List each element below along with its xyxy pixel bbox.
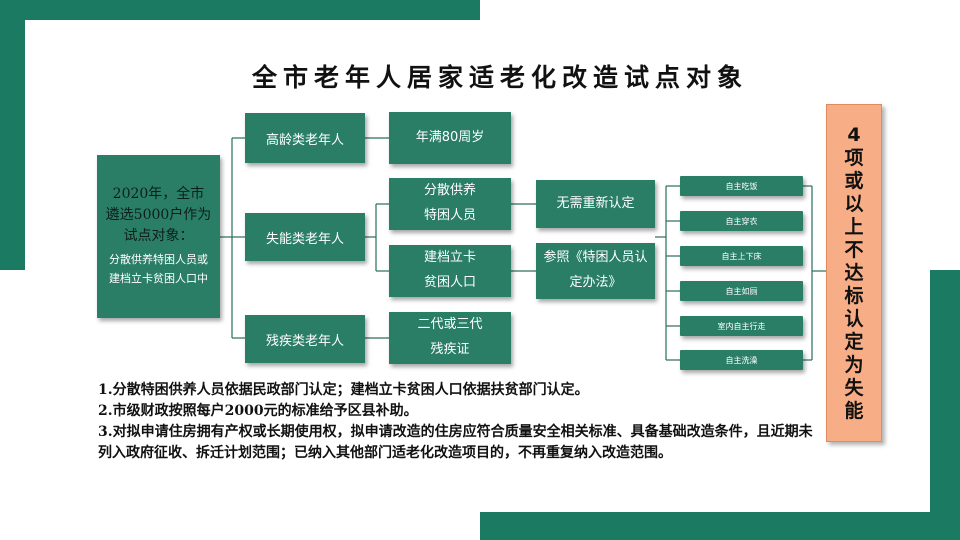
node-no-reassessment-label: 无需重新认定 <box>556 195 635 211</box>
root-line-2: 遴选5000户作为 <box>105 207 212 224</box>
ability-label: 自主洗澡 <box>725 355 758 365</box>
note-item: 2.市级财政按照每户2000元的标准给予区县补助。 <box>98 403 418 419</box>
ability-item: 自主如厕 <box>680 281 803 301</box>
node-disability-label: 残疾类老年人 <box>265 333 344 349</box>
node-disability-cert-line-2: 残疾证 <box>430 342 470 357</box>
root-line-4: 分散供养特困人员或 <box>109 253 208 267</box>
ability-label: 自主吃饭 <box>725 181 758 191</box>
note-item: 3.对拟申请住房拥有产权或长期使用权，拟申请改造的住房应符合质量安全相关标准、具… <box>98 424 813 461</box>
ability-label: 自主穿衣 <box>725 216 758 226</box>
node-scattered-line-1: 分散供养 <box>423 183 476 199</box>
node-refer-line-2: 定办法》 <box>569 275 622 290</box>
ability-item: 自主穿衣 <box>680 211 803 231</box>
node-refer-line-1: 参照《特困人员认 <box>543 250 648 266</box>
node-age-80: 年满80周岁 <box>389 112 511 164</box>
node-disabled-function: 失能类老年人 <box>245 213 365 261</box>
ability-item: 自主吃饭 <box>680 176 803 196</box>
root-line-3: 试点对象： <box>123 228 194 245</box>
node-advanced-age: 高龄类老年人 <box>245 113 365 163</box>
node-poverty-line-1: 建档立卡 <box>423 250 476 266</box>
node-refer-regulation: 参照《特困人员认 定办法》 <box>536 243 655 299</box>
criteria-box: 4项或以上不达标认定为失能 <box>826 104 882 442</box>
criteria-text: 4项或以上不达标认定为失能 <box>844 123 864 422</box>
node-advanced-age-label: 高龄类老年人 <box>265 132 344 148</box>
root-node-pilot-targets: 2020年，全市 遴选5000户作为 试点对象： 分散供养特困人员或 建档立卡贫… <box>97 155 220 318</box>
ability-label: 室内自主行走 <box>717 321 766 331</box>
node-age-80-label: 年满80周岁 <box>415 129 485 145</box>
root-line-1: 2020年，全市 <box>112 186 205 203</box>
note-item: 1.分散特困供养人员依据民政部门认定；建档立卡贫困人口依据扶贫部门认定。 <box>98 382 589 398</box>
ability-label: 自主如厕 <box>725 286 758 296</box>
node-scattered-support: 分散供养 特困人员 <box>389 178 511 230</box>
node-no-reassessment: 无需重新认定 <box>536 180 655 228</box>
ability-item: 自主上下床 <box>680 246 803 266</box>
ability-item: 室内自主行走 <box>680 316 803 336</box>
node-poverty-registered: 建档立卡 贫困人口 <box>389 245 511 297</box>
node-disabled-function-label: 失能类老年人 <box>265 231 344 247</box>
ability-label: 自主上下床 <box>721 251 762 261</box>
notes-section: 1.分散特困供养人员依据民政部门认定；建档立卡贫困人口依据扶贫部门认定。 2.市… <box>98 380 818 464</box>
node-scattered-line-2: 特困人员 <box>423 208 476 223</box>
node-disability-cert-line-1: 二代或三代 <box>417 317 483 333</box>
page-title: 全市老年人居家适老化改造试点对象 <box>251 63 748 92</box>
root-line-5: 建档立卡贫困人口中 <box>109 272 208 285</box>
node-disability: 残疾类老年人 <box>245 315 365 363</box>
ability-item: 自主洗澡 <box>680 350 803 370</box>
node-poverty-line-2: 贫困人口 <box>423 275 476 290</box>
node-disability-certificate: 二代或三代 残疾证 <box>389 312 511 364</box>
